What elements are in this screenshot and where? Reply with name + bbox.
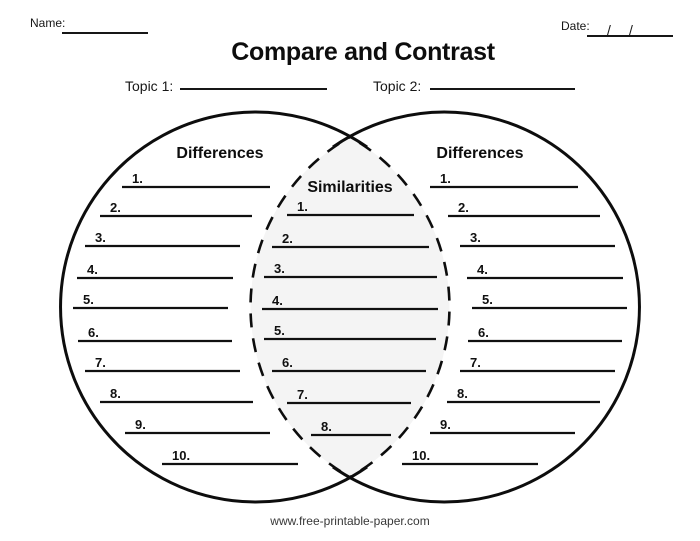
numbered-lines-group: 1.2.3.4.5.6.7.8.9.10.1.2.3.4.5.6.7.8.1.2… <box>73 171 627 466</box>
left-item-number-2: 2. <box>110 200 121 215</box>
right-circle-outline <box>332 110 641 504</box>
right-item-number-1: 1. <box>440 171 451 186</box>
right-item-number-6: 6. <box>478 325 489 340</box>
similarities-item-number-3: 3. <box>274 261 285 276</box>
similarities-lens <box>250 137 450 477</box>
name-input-line[interactable] <box>62 18 148 34</box>
date-label: Date: <box>561 19 590 33</box>
similarities-item-number-7: 7. <box>297 387 308 402</box>
right-item-number-10: 10. <box>412 448 430 463</box>
left-item-number-6: 6. <box>88 325 99 340</box>
right-item-number-7: 7. <box>470 355 481 370</box>
similarities-item-number-4: 4. <box>272 293 283 308</box>
name-label: Name: <box>30 16 66 30</box>
topic2-label: Topic 2: <box>373 78 422 94</box>
left-item-number-3: 3. <box>95 230 106 245</box>
right-item-number-4: 4. <box>477 262 488 277</box>
left-item-number-7: 7. <box>95 355 106 370</box>
page-title: Compare and Contrast <box>231 37 495 66</box>
left-circle-dashed-arc <box>349 135 451 479</box>
date-slash-icon: / <box>607 22 611 38</box>
right-differences-heading: Differences <box>436 145 523 162</box>
date-slash-icon: / <box>629 22 633 38</box>
left-circle-outline <box>59 110 368 504</box>
right-circle-dashed-arc <box>249 135 351 479</box>
similarities-item-number-2: 2. <box>282 231 293 246</box>
left-item-number-9: 9. <box>135 417 146 432</box>
right-item-number-2: 2. <box>458 200 469 215</box>
left-item-number-5: 5. <box>83 292 94 307</box>
topic1-input-line[interactable] <box>180 74 327 90</box>
topic2-input-line[interactable] <box>430 74 575 90</box>
date-input-line[interactable]: / / <box>587 20 673 38</box>
left-item-number-4: 4. <box>87 262 98 277</box>
footer-url: www.free-printable-paper.com <box>270 514 430 528</box>
topic1-label: Topic 1: <box>125 78 174 94</box>
left-item-number-1: 1. <box>132 171 143 186</box>
left-item-number-10: 10. <box>172 448 190 463</box>
left-item-number-8: 8. <box>110 386 121 401</box>
similarities-item-number-6: 6. <box>282 355 293 370</box>
left-differences-heading: Differences <box>176 145 263 162</box>
similarities-item-number-1: 1. <box>297 199 308 214</box>
right-item-number-8: 8. <box>457 386 468 401</box>
right-item-number-3: 3. <box>470 230 481 245</box>
similarities-item-number-8: 8. <box>321 419 332 434</box>
right-item-number-5: 5. <box>482 292 493 307</box>
right-item-number-9: 9. <box>440 417 451 432</box>
similarities-item-number-5: 5. <box>274 323 285 338</box>
similarities-heading: Similarities <box>307 179 392 196</box>
